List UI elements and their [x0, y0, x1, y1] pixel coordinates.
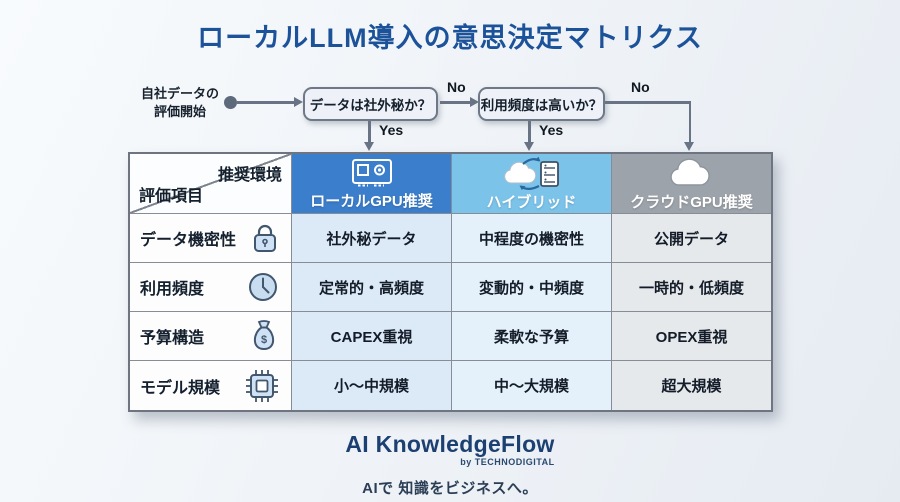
flow-no-label-2: No — [631, 79, 650, 95]
flow-line — [368, 121, 371, 143]
flow-no-label-1: No — [447, 79, 466, 95]
flow-yes-label-2: Yes — [539, 122, 564, 138]
page-title: ローカルLLM導入の意思決定マトリクス — [197, 23, 703, 53]
column-header-label: ハイブリッド — [486, 193, 577, 211]
lock-icon — [251, 222, 279, 254]
matrix-cell: 柔軟な予算 — [452, 312, 612, 361]
clock-icon — [247, 271, 279, 303]
arrow-down-icon — [524, 142, 534, 151]
footer: AI KnowledgeFlow by TECHNODIGITAL AIで 知識… — [0, 431, 900, 498]
matrix-cell: 公開データ — [612, 214, 771, 263]
row-label-budget-structure: 予算構造 $ — [130, 312, 292, 361]
flow-start-label: 自社データの 評価開始 — [126, 85, 234, 120]
column-header-label: クラウドGPU推奨 — [630, 193, 753, 211]
matrix-cell: 小〜中規模 — [292, 361, 452, 410]
arrow-down-icon — [364, 142, 374, 151]
matrix-cell: 定常的・高頻度 — [292, 263, 452, 312]
flow-line — [237, 101, 295, 104]
row-label-usage-frequency: 利用頻度 — [130, 263, 292, 312]
column-header-hybrid: ハイブリッド — [452, 154, 612, 214]
flow-decision-1: データは社外秘か？ — [303, 87, 438, 121]
cloud-icon — [664, 156, 720, 190]
matrix-cell: 一時的・低頻度 — [612, 263, 771, 312]
flow-line — [688, 101, 691, 143]
column-header-local-gpu: ローカルGPU推奨 — [292, 154, 452, 214]
matrix-cell: 超大規模 — [612, 361, 771, 410]
flow-start-line1: 自社データの — [140, 86, 219, 101]
corner-label-criteria: 評価項目 — [139, 188, 204, 205]
matrix-cell: OPEX重視 — [612, 312, 771, 361]
brand-logo: AI KnowledgeFlow — [345, 431, 555, 457]
brand-byline: by TECHNODIGITAL — [460, 457, 555, 467]
arrow-right-icon — [470, 97, 479, 107]
flow-start-dot — [224, 96, 237, 109]
flow-yes-label-1: Yes — [379, 122, 404, 138]
decision-matrix-table: 推奨環境 評価項目 ローカルGPU推奨 — [128, 152, 773, 412]
row-label-model-scale: モデル規模 — [130, 361, 292, 410]
column-header-label: ローカルGPU推奨 — [310, 192, 433, 210]
arrow-down-icon — [684, 142, 694, 151]
column-header-cloud-gpu: クラウドGPU推奨 — [612, 154, 771, 214]
row-label-data-confidentiality: データ機密性 — [130, 214, 292, 263]
row-label-text: 利用頻度 — [140, 281, 205, 298]
cloud-server-sync-icon — [501, 156, 563, 190]
arrow-right-icon — [294, 97, 303, 107]
flow-start-line2: 評価開始 — [153, 103, 206, 119]
row-label-text: モデル規模 — [140, 379, 221, 397]
corner-label-environment: 推奨環境 — [217, 167, 282, 184]
matrix-cell: 社外秘データ — [292, 214, 452, 263]
money-bag-icon: $ — [249, 319, 279, 353]
chip-icon — [245, 369, 279, 403]
flow-line — [440, 101, 471, 104]
svg-text:$: $ — [261, 334, 267, 346]
flow-line — [605, 101, 691, 104]
flow-line — [528, 121, 531, 143]
row-label-text: データ機密性 — [140, 232, 237, 249]
brand-block: AI KnowledgeFlow by TECHNODIGITAL — [345, 431, 554, 467]
row-label-text: 予算構造 — [140, 330, 205, 347]
matrix-cell: CAPEX重視 — [292, 312, 452, 361]
matrix-corner-cell: 推奨環境 評価項目 — [130, 154, 292, 214]
gpu-card-icon — [347, 157, 397, 189]
flow-decision-2: 利用頻度は高いか？ — [478, 87, 605, 121]
brand-tagline: AIで 知識をビジネスへ。 — [362, 480, 538, 497]
matrix-cell: 中〜大規模 — [452, 361, 612, 410]
matrix-cell: 中程度の機密性 — [452, 214, 612, 263]
matrix-cell: 変動的・中頻度 — [452, 263, 612, 312]
